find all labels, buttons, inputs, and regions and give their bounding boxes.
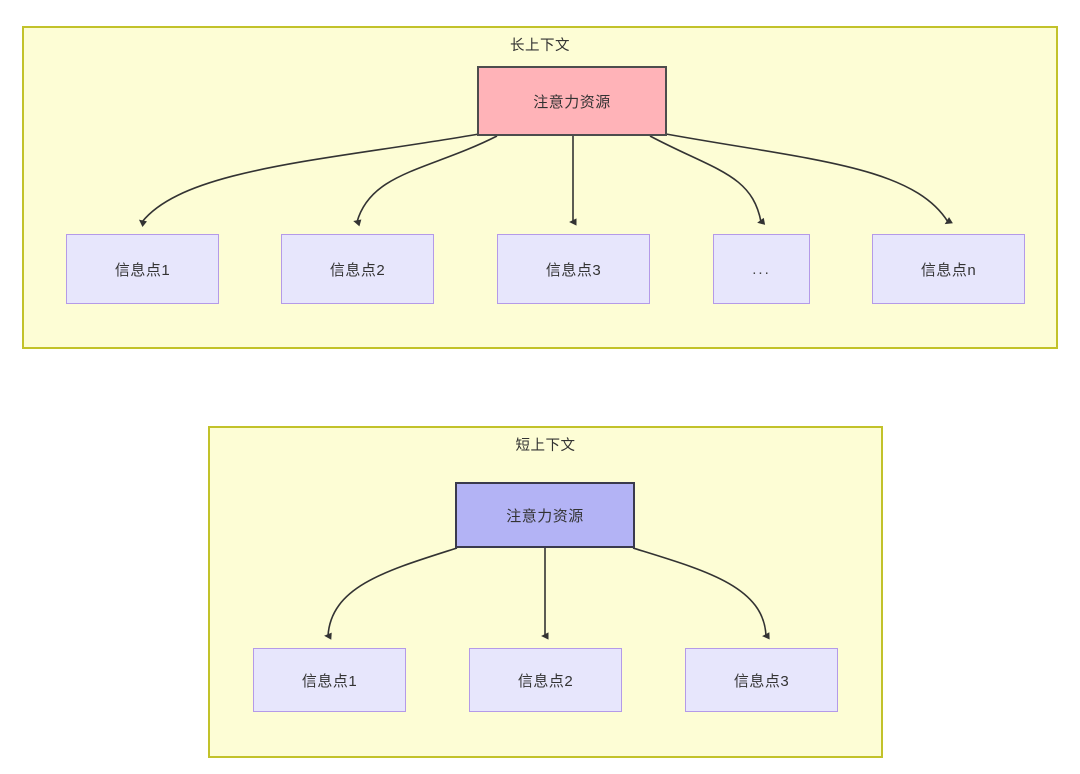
node-label: 注意力资源 bbox=[506, 507, 584, 525]
node-info-point-long-n[interactable]: 信息点n bbox=[872, 234, 1025, 304]
node-attention-resource-long[interactable]: 注意力资源 bbox=[477, 66, 667, 136]
node-info-point-long-2[interactable]: 信息点2 bbox=[281, 234, 434, 304]
node-info-point-long-1[interactable]: 信息点1 bbox=[66, 234, 219, 304]
node-label: 信息点2 bbox=[517, 672, 574, 690]
node-attention-resource-short[interactable]: 注意力资源 bbox=[455, 482, 635, 548]
node-label: 信息点1 bbox=[301, 672, 358, 690]
node-info-point-short-3[interactable]: 信息点3 bbox=[685, 648, 838, 712]
node-label: 信息点3 bbox=[733, 672, 790, 690]
node-label: 信息点3 bbox=[545, 261, 602, 279]
node-info-point-short-2[interactable]: 信息点2 bbox=[469, 648, 622, 712]
group-short-context-title: 短上下文 bbox=[515, 438, 576, 454]
node-label: 信息点2 bbox=[329, 261, 386, 279]
node-info-point-short-1[interactable]: 信息点1 bbox=[253, 648, 406, 712]
node-label: ... bbox=[752, 260, 771, 278]
node-info-point-long-ellipsis[interactable]: ... bbox=[713, 234, 810, 304]
node-label: 信息点1 bbox=[114, 261, 171, 279]
node-label: 注意力资源 bbox=[533, 93, 611, 111]
node-info-point-long-3[interactable]: 信息点3 bbox=[497, 234, 650, 304]
group-long-context-title: 长上下文 bbox=[510, 38, 570, 54]
node-label: 信息点n bbox=[920, 261, 977, 279]
